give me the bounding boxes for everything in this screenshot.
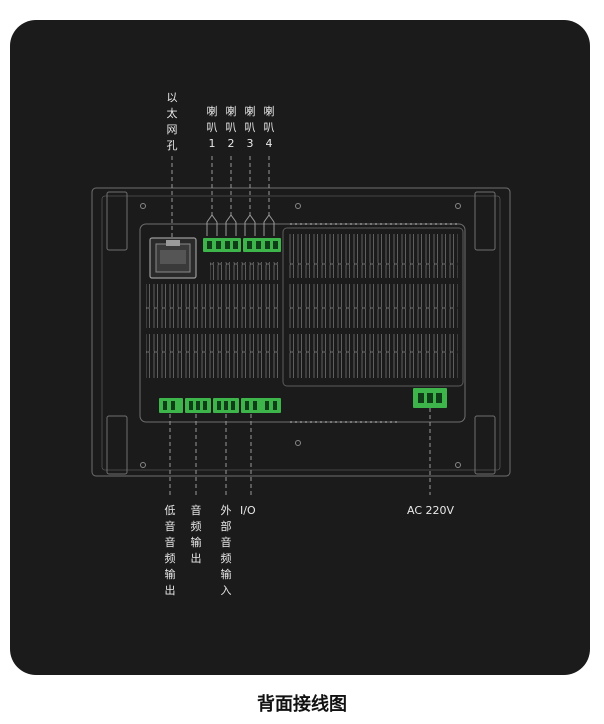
screw bbox=[295, 440, 301, 446]
ac-terminal bbox=[413, 388, 447, 408]
bracket-left-bottom bbox=[106, 415, 128, 475]
label-ethernet: 以太网孔 bbox=[166, 91, 178, 152]
heatsink bbox=[282, 227, 464, 387]
label-ext-audio-in: 外部音频输入 bbox=[220, 504, 232, 597]
label-audio-out: 音频输出 bbox=[190, 504, 202, 565]
screw bbox=[455, 203, 461, 209]
screw bbox=[455, 462, 461, 468]
label-io: I/O bbox=[240, 504, 256, 517]
speaker-terminals bbox=[203, 238, 281, 252]
leader-lines bbox=[169, 156, 431, 498]
enclosure-inner bbox=[101, 195, 501, 471]
label-ac-220v: AC 220V bbox=[407, 504, 455, 517]
diagram-caption: 背面接线图 bbox=[257, 694, 347, 715]
main-board bbox=[139, 223, 466, 423]
screw bbox=[140, 462, 146, 468]
enclosure-outer bbox=[91, 187, 511, 477]
bracket-right-top bbox=[474, 191, 496, 251]
screw bbox=[295, 203, 301, 209]
bracket-right-bottom bbox=[474, 415, 496, 475]
screw bbox=[140, 203, 146, 209]
bracket-left-top bbox=[106, 191, 128, 251]
label-bass-out: 低音音频输出 bbox=[164, 504, 176, 597]
pin-forks bbox=[206, 214, 275, 236]
ethernet-port bbox=[149, 237, 197, 279]
bottom-terminals bbox=[159, 398, 281, 413]
